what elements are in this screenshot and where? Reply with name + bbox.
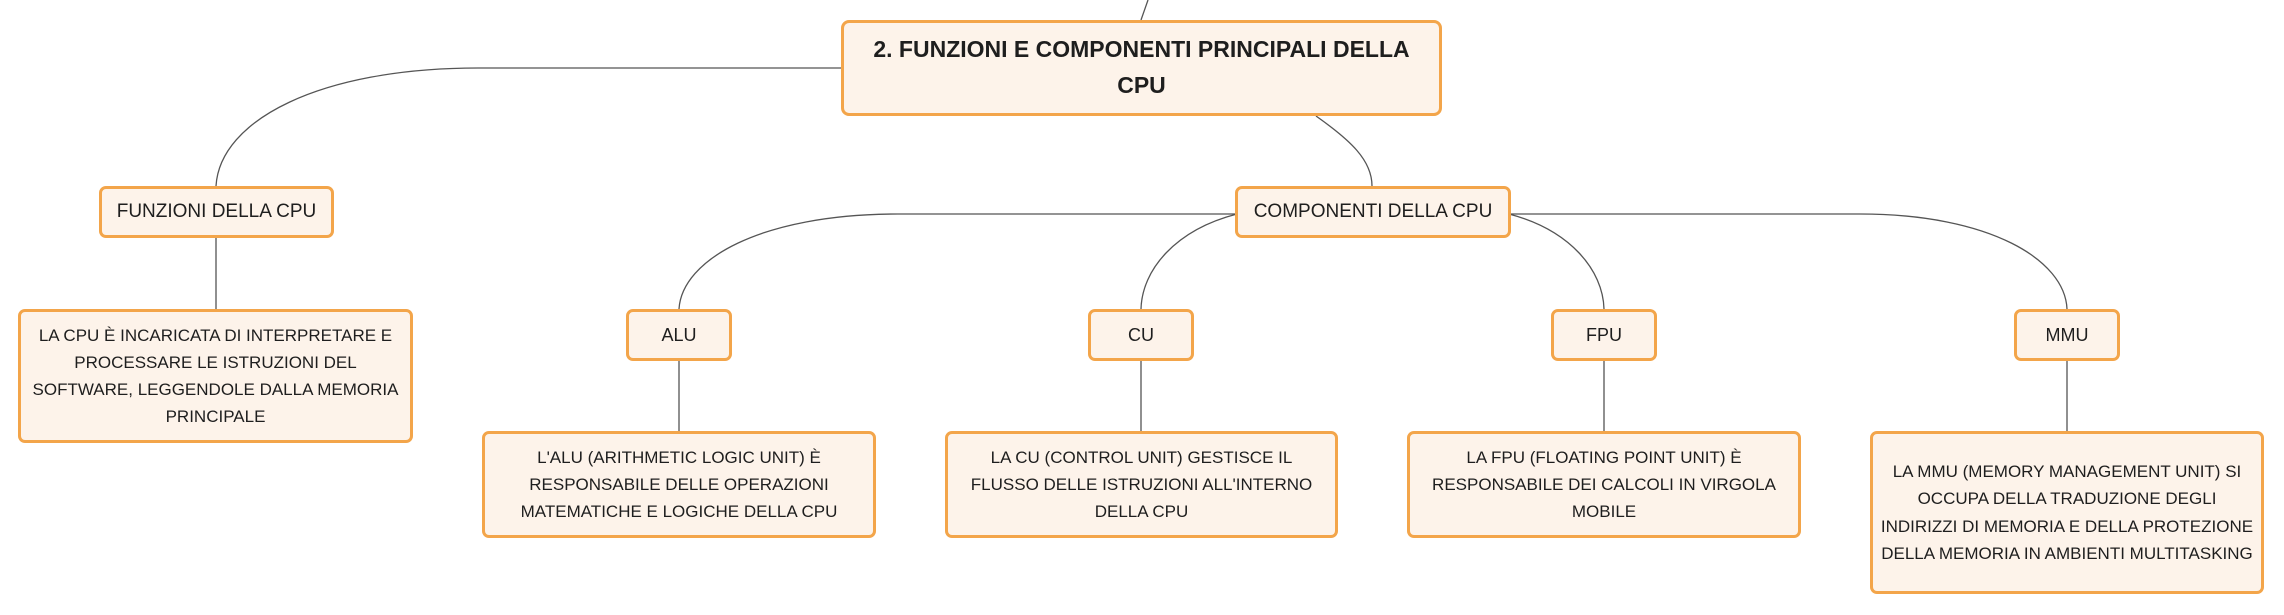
connector-to-parent (1140, 0, 1149, 21)
alu-description-node[interactable]: L'ALU (ARITHMETIC LOGIC UNIT) È RESPONSA… (482, 431, 876, 538)
fpu-description: LA FPU (FLOATING POINT UNIT) È RESPONSAB… (1432, 447, 1776, 522)
connector-componenti-fpu (1508, 213, 1605, 310)
fpu-description-node[interactable]: LA FPU (FLOATING POINT UNIT) È RESPONSAB… (1407, 431, 1801, 538)
mmu-description-node[interactable]: LA MMU (MEMORY MANAGEMENT UNIT) SI OCCUP… (1870, 431, 2264, 594)
mmu-label: MMU (2045, 324, 2089, 345)
cu-description-node[interactable]: LA CU (CONTROL UNIT) GESTISCE IL FLUSSO … (945, 431, 1338, 538)
alu-description: L'ALU (ARITHMETIC LOGIC UNIT) È RESPONSA… (520, 447, 838, 522)
alu-node[interactable]: ALU (626, 309, 732, 361)
cu-node[interactable]: CU (1088, 309, 1194, 361)
connector-root-funzioni (215, 67, 843, 187)
funzioni-cpu-node[interactable]: FUNZIONI DELLA CPU (99, 186, 334, 238)
componenti-cpu-node[interactable]: COMPONENTI DELLA CPU (1235, 186, 1511, 238)
fpu-label: FPU (1586, 324, 1622, 345)
mmu-node[interactable]: MMU (2014, 309, 2120, 361)
funzioni-cpu-label: FUNZIONI DELLA CPU (116, 200, 317, 222)
fpu-node[interactable]: FPU (1551, 309, 1657, 361)
componenti-cpu-label: COMPONENTI DELLA CPU (1253, 200, 1493, 222)
cu-label: CU (1128, 324, 1154, 345)
connector-componenti-cu (1140, 213, 1238, 310)
mmu-description: LA MMU (MEMORY MANAGEMENT UNIT) SI OCCUP… (1880, 462, 2254, 563)
connector-root-componenti (1315, 115, 1373, 187)
root-topic-node[interactable]: 2. FUNZIONI E COMPONENTI PRINCIPALI DELL… (841, 20, 1442, 116)
funzioni-cpu-description: LA CPU È INCARICATA DI INTERPRETARE E PR… (32, 325, 399, 427)
root-topic-label: 2. FUNZIONI E COMPONENTI PRINCIPALI DELL… (873, 36, 1410, 98)
cu-description: LA CU (CONTROL UNIT) GESTISCE IL FLUSSO … (970, 447, 1313, 522)
funzioni-cpu-description-node[interactable]: LA CPU È INCARICATA DI INTERPRETARE E PR… (18, 309, 413, 443)
connector-componenti-mmu (1509, 213, 2068, 310)
connector-componenti-alu (678, 213, 1237, 310)
alu-label: ALU (661, 324, 697, 345)
